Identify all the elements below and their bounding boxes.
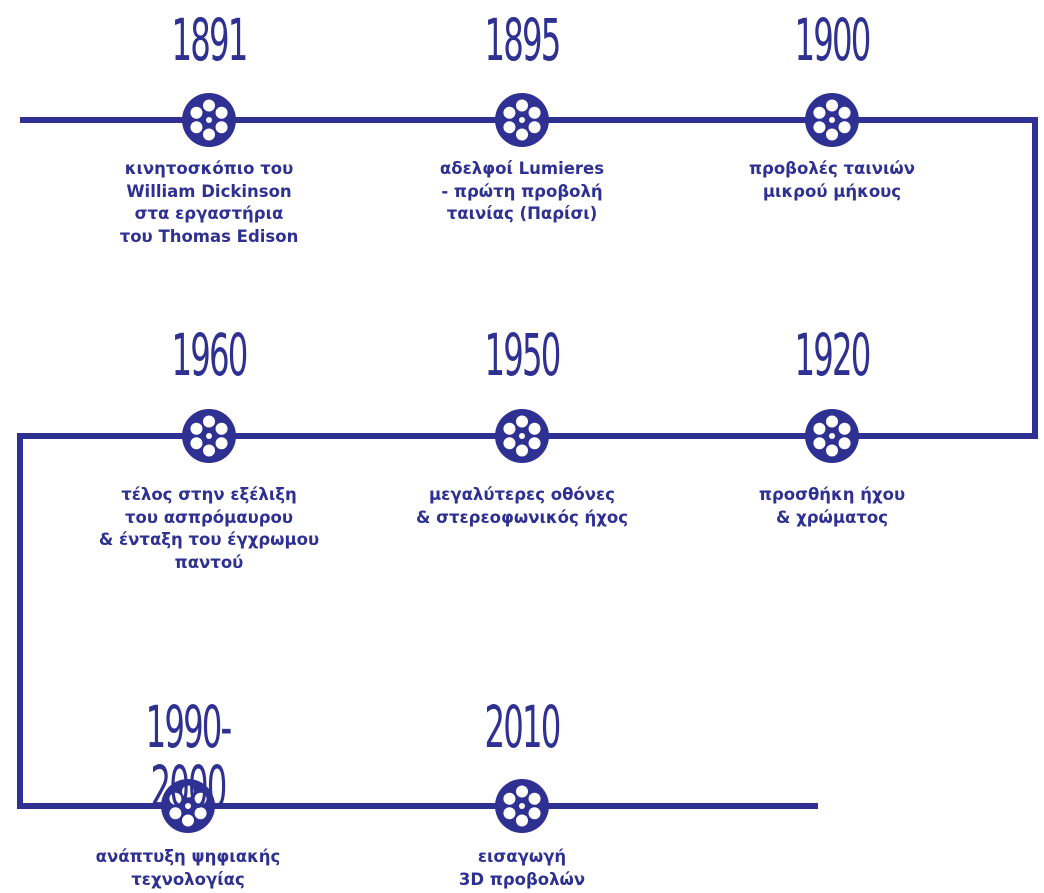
film-reel-icon bbox=[805, 93, 859, 147]
event-description-line: μεγαλύτερες οθόνες bbox=[429, 485, 615, 504]
event-year: 1990-2000 bbox=[145, 693, 233, 821]
event-description-line: ανάπτυξη ψηφιακής bbox=[95, 847, 281, 866]
film-reel-icon bbox=[182, 409, 236, 463]
event-description-line: τέλος στην εξέλιξη bbox=[121, 485, 297, 504]
event-description-line: & στερεοφωνικός ήχος bbox=[415, 507, 629, 527]
event-description-line: μικρού μήκους bbox=[762, 181, 902, 201]
event-description-line: του Thomas Edison bbox=[119, 226, 299, 246]
event-description-line: προσθήκη ήχου bbox=[758, 485, 906, 504]
event-description: μεγαλύτερες οθόνες & στερεοφωνικός ήχος bbox=[382, 484, 662, 529]
event-year: 2010 bbox=[484, 693, 562, 761]
event-description: εισαγωγή 3D προβολών bbox=[382, 846, 662, 891]
event-description: ανάπτυξη ψηφιακής τεχνολογίας bbox=[48, 846, 328, 891]
event-year: 1920 bbox=[794, 321, 872, 389]
event-description-line: στα εργαστήρια bbox=[134, 204, 284, 223]
event-description-line: τεχνολογίας bbox=[131, 869, 245, 889]
event-year: 1960 bbox=[171, 321, 249, 389]
event-description-line: ταινίας (Παρίσι) bbox=[446, 204, 598, 223]
film-reel-icon bbox=[182, 93, 236, 147]
event-description: προσθήκη ήχου & χρώματος bbox=[692, 484, 972, 529]
event-description-line: του ασπρόμαυρου bbox=[124, 507, 294, 527]
film-reel-icon bbox=[805, 409, 859, 463]
event-year: 1900 bbox=[794, 6, 872, 74]
event-description-line: παντού bbox=[174, 552, 244, 572]
film-reel-icon bbox=[161, 779, 215, 833]
event-description-line: & ένταξη του έγχρωμου bbox=[98, 530, 320, 549]
event-description: τέλος στην εξέλιξη του ασπρόμαυρου & ένταξ… bbox=[69, 484, 349, 574]
event-description-line: 3D προβολών bbox=[458, 869, 586, 889]
event-description-line: προβολές ταινιών bbox=[748, 159, 916, 178]
event-description-line: & χρώματος bbox=[775, 507, 889, 527]
event-description-line: εισαγωγή bbox=[477, 847, 567, 866]
event-description-line: αδελφοί Lumieres bbox=[439, 159, 605, 178]
event-year: 1895 bbox=[484, 6, 562, 74]
film-reel-icon bbox=[495, 409, 549, 463]
event-description-line: - πρώτη προβολή bbox=[441, 181, 603, 201]
event-year: 1891 bbox=[171, 6, 249, 74]
event-year: 1950 bbox=[484, 321, 562, 389]
event-description: αδελφοί Lumieres - πρώτη προβολή ταινίας (… bbox=[382, 158, 662, 226]
event-description-line: κινητοσκόπιο του bbox=[124, 159, 294, 178]
film-reel-icon bbox=[495, 779, 549, 833]
film-reel-icon bbox=[495, 93, 549, 147]
event-description-line: William Dickinson bbox=[126, 181, 292, 201]
event-description: προβολές ταινιών μικρού μήκους bbox=[692, 158, 972, 203]
